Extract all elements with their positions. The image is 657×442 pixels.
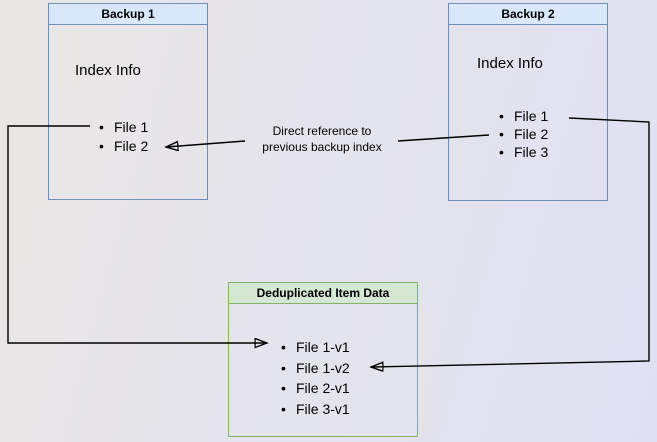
direct-reference-label: Direct reference to previous backup inde… (242, 123, 402, 155)
list-item: File 2 (99, 137, 148, 156)
direct-reference-label-line1: Direct reference to (272, 124, 372, 138)
backup2-file-list: File 1 File 2 File 3 (499, 107, 548, 161)
backup1-file-list: File 1 File 2 (99, 118, 148, 156)
backup2-header: Backup 2 (448, 3, 608, 25)
backup2-box: Backup 2 Index Info File 1 File 2 File 3 (448, 3, 608, 201)
list-item: File 1-v1 (281, 337, 350, 358)
backup2-subtitle: Index Info (477, 55, 543, 72)
list-item: File 1 (499, 107, 548, 125)
backup1-header: Backup 1 (48, 3, 208, 25)
list-item: File 1-v2 (281, 358, 350, 379)
list-item: File 2 (499, 125, 548, 143)
dedup-file-list: File 1-v1 File 1-v2 File 2-v1 File 3-v1 (281, 337, 350, 419)
dedup-box: Deduplicated Item Data File 1-v1 File 1-… (228, 282, 418, 437)
dedup-header: Deduplicated Item Data (228, 282, 418, 304)
list-item: File 2-v1 (281, 378, 350, 399)
list-item: File 1 (99, 118, 148, 137)
backup1-subtitle: Index Info (75, 62, 141, 79)
list-item: File 3 (499, 143, 548, 161)
backup1-box: Backup 1 Index Info File 1 File 2 (48, 3, 208, 200)
list-item: File 3-v1 (281, 399, 350, 420)
direct-reference-label-line2: previous backup index (262, 140, 382, 154)
